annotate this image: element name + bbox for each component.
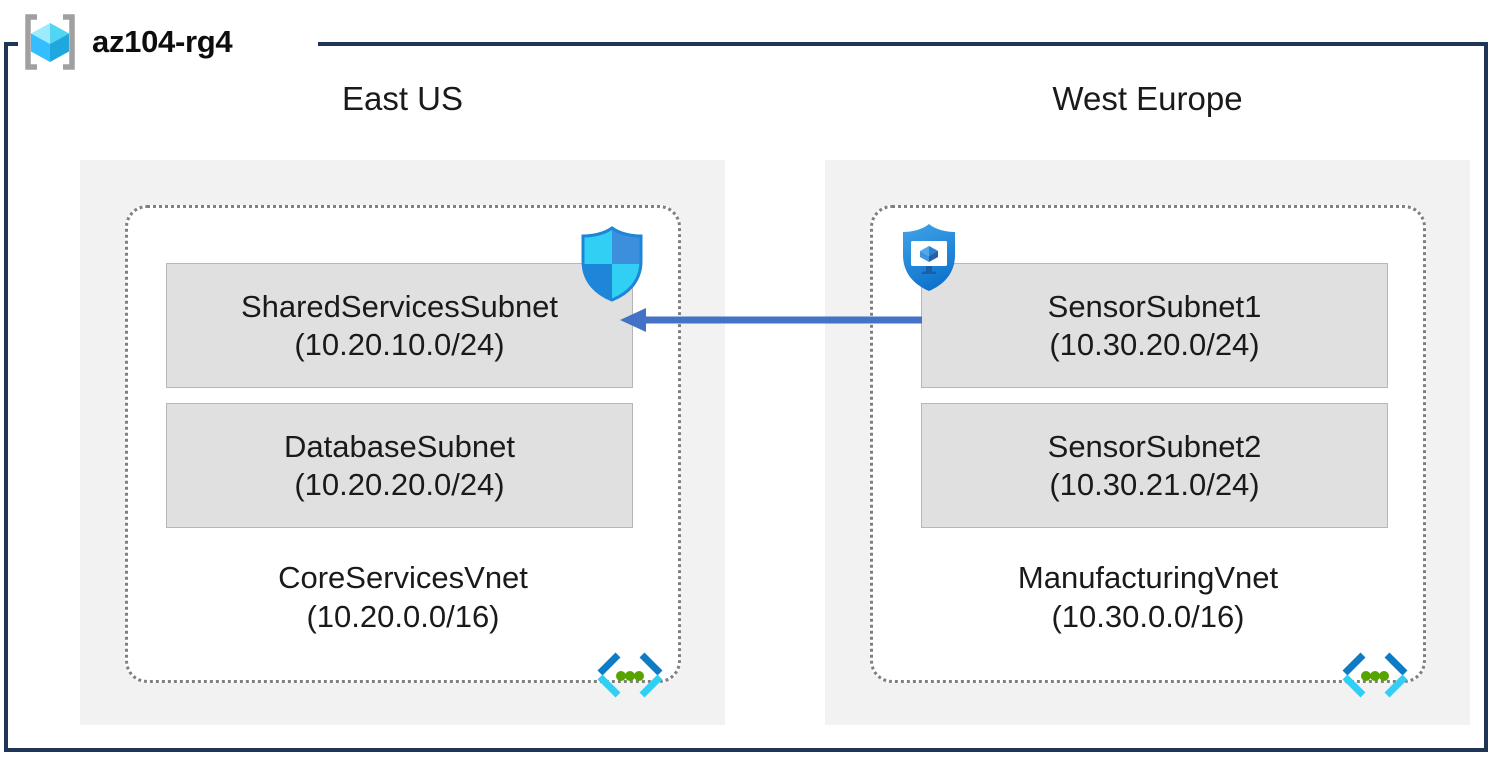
resource-group-frame-top-right (318, 42, 1488, 46)
subnet-cidr: (10.30.21.0/24) (1049, 466, 1260, 502)
resource-group-frame (4, 42, 1488, 752)
subnet-cidr: (10.20.10.0/24) (294, 326, 505, 362)
subnet-databasesubnet: DatabaseSubnet (10.20.20.0/24) (166, 403, 633, 528)
subnet-name: SensorSubnet2 (1047, 428, 1262, 464)
vnet-name: ManufacturingVnet (1017, 560, 1279, 595)
vnet-peering-arrow (620, 305, 922, 335)
subnet-sensorsubnet1: SensorSubnet1 (10.30.20.0/24) (921, 263, 1388, 388)
subnet-name: SharedServicesSubnet (240, 288, 559, 324)
resource-group-header: az104-rg4 (18, 6, 239, 78)
region-label-east-us: East US (341, 80, 464, 117)
resource-group-cube-icon (18, 10, 82, 74)
vnet-name: CoreServicesVnet (278, 560, 528, 595)
network-security-group-shield-icon (578, 225, 646, 303)
vnet-manufacturingvnet: SensorSubnet1 (10.30.20.0/24) SensorSubn… (870, 205, 1426, 698)
region-label-west-europe: West Europe (1052, 80, 1243, 117)
vnet-cidr: (10.30.0.0/16) (1051, 599, 1245, 634)
vnet-caption-manufacturingvnet: ManufacturingVnet (10.30.0.0/16) (873, 558, 1423, 636)
subnet-name: SensorSubnet1 (1047, 288, 1262, 324)
subnet-cidr: (10.20.20.0/24) (294, 466, 505, 502)
vm-security-shield-icon (898, 222, 960, 294)
resource-group-frame-top-left (4, 42, 18, 46)
subnet-cidr: (10.30.20.0/24) (1049, 326, 1260, 362)
subnet-sensorsubnet2: SensorSubnet2 (10.30.21.0/24) (921, 403, 1388, 528)
virtual-network-icon (594, 649, 666, 705)
subnet-name: DatabaseSubnet (284, 428, 515, 464)
virtual-network-icon (1339, 649, 1411, 705)
subnet-sharedservicessubnet: SharedServicesSubnet (10.20.10.0/24) (166, 263, 633, 388)
vnet-coreservicesvnet: SharedServicesSubnet (10.20.10.0/24) Dat… (125, 205, 681, 698)
vnet-caption-coreservicesvnet: CoreServicesVnet (10.20.0.0/16) (128, 558, 678, 636)
vnet-cidr: (10.20.0.0/16) (306, 599, 500, 634)
resource-group-name: az104-rg4 (92, 24, 233, 59)
